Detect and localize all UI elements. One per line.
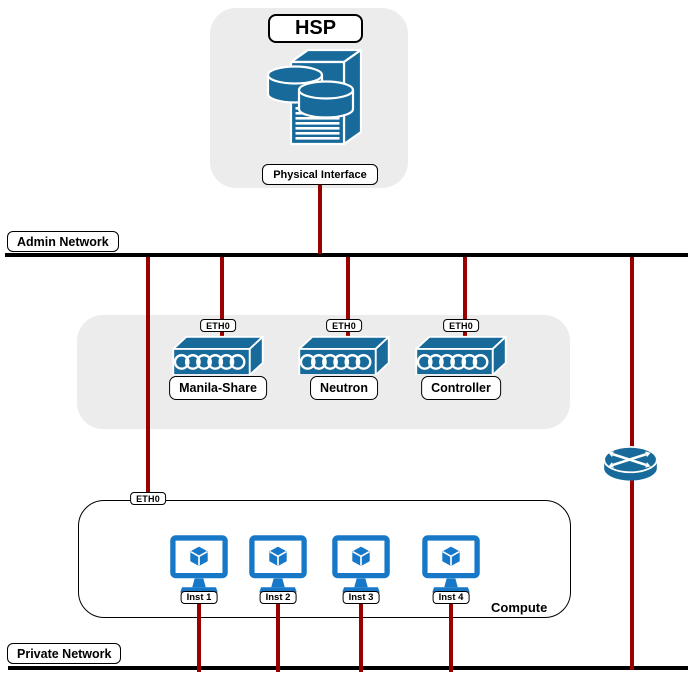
switch-name-label: Neutron [310, 376, 378, 400]
admin-controller-link [463, 257, 467, 348]
router-icon [603, 446, 658, 481]
private-network-line [8, 666, 688, 670]
switch-name-label: Controller [421, 376, 501, 400]
switch-unit-controller: ETH0 Controller [399, 319, 523, 401]
admin-compute-link [146, 257, 150, 502]
switch-unit-neutron: ETH0 Neutron [282, 319, 406, 401]
admin-network-line [5, 253, 688, 257]
instance-unit-4: Inst 4 [411, 535, 491, 605]
instance-label: Inst 1 [180, 591, 218, 604]
admin-network-label: Admin Network [7, 231, 119, 252]
hsp-admin-link [318, 184, 322, 254]
inst3-private-link [359, 600, 363, 672]
inst4-private-link [449, 600, 453, 672]
switch-unit-manila-share: ETH0 Manila-Share [156, 319, 280, 401]
instance-label: Inst 2 [259, 591, 297, 604]
private-network-label: Private Network [7, 643, 122, 664]
admin-neutron-link [346, 257, 350, 348]
instance-unit-2: Inst 2 [238, 535, 318, 605]
monitor-icon [249, 535, 307, 595]
monitor-icon [332, 535, 390, 595]
server-icon [266, 48, 362, 146]
monitor-icon [422, 535, 480, 595]
instance-label: Inst 4 [432, 591, 470, 604]
instance-unit-3: Inst 3 [321, 535, 401, 605]
eth0-label: ETH0 [443, 319, 479, 332]
switch-icon [171, 334, 265, 375]
switch-icon [414, 334, 508, 375]
admin-manila-link [220, 257, 224, 348]
instance-label: Inst 3 [342, 591, 380, 604]
hsp-title: HSP [268, 14, 363, 43]
switch-icon [297, 334, 391, 375]
switch-name-label: Manila-Share [169, 376, 267, 400]
monitor-icon [170, 535, 228, 595]
instance-unit-1: Inst 1 [159, 535, 239, 605]
compute-box [78, 500, 571, 618]
compute-label: Compute [491, 600, 548, 615]
eth0-label: ETH0 [200, 319, 236, 332]
physical-interface-label: Physical Interface [262, 164, 378, 185]
inst1-private-link [197, 600, 201, 672]
eth0-label: ETH0 [326, 319, 362, 332]
compute-eth0-label: ETH0 [130, 492, 166, 505]
inst2-private-link [276, 600, 280, 672]
